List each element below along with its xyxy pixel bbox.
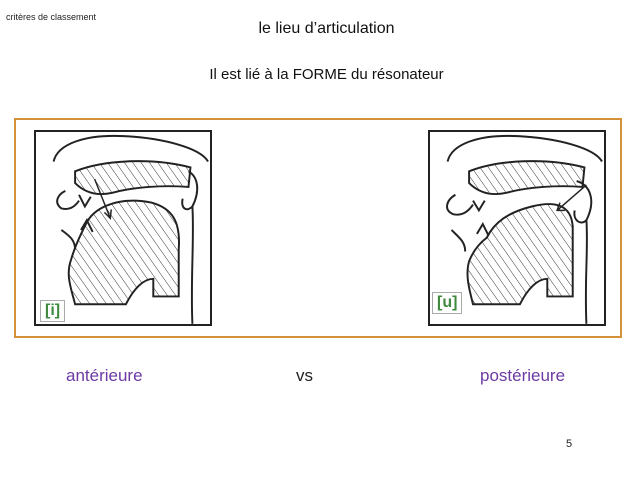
slide-title: le lieu d’articulation (258, 20, 395, 37)
term-versus: vs (296, 366, 313, 385)
figure-frame (14, 118, 622, 338)
vocal-tract-diagram-u (428, 130, 606, 326)
term-anterior: antérieure (66, 366, 143, 385)
page-number: 5 (566, 438, 573, 450)
phonetic-label-u: [u] (432, 292, 463, 314)
slide-subtitle: Il est lié à la FORME du résonateur (209, 66, 444, 83)
phonetic-label-i: [i] (40, 300, 66, 322)
vocal-tract-diagram-i (34, 130, 212, 326)
section-tag: critères de classement (6, 12, 97, 22)
term-posterior: postérieure (480, 366, 566, 385)
